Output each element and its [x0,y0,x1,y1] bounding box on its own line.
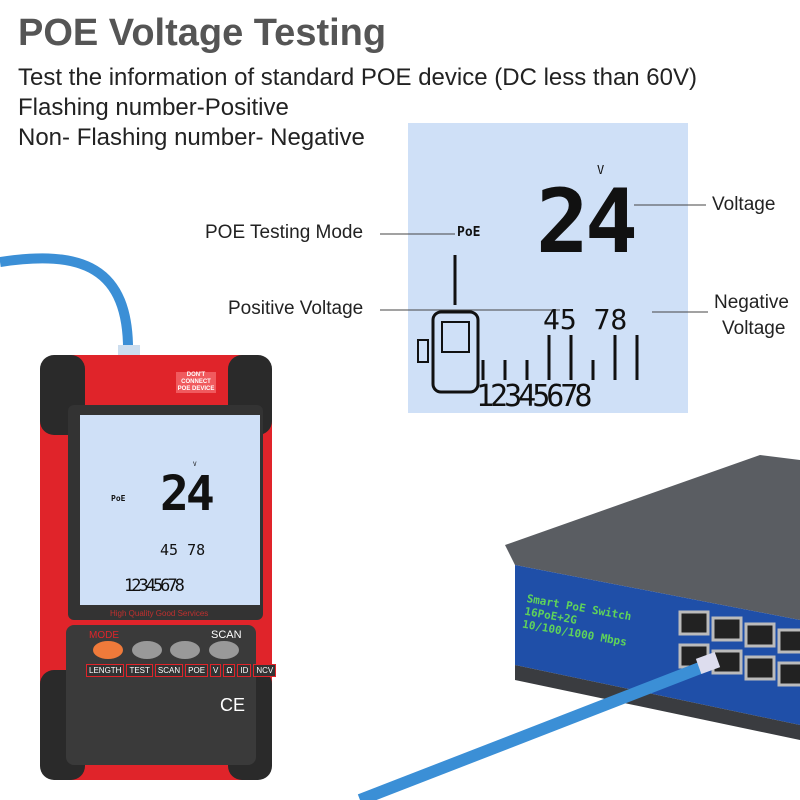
key-poe[interactable]: POE [185,664,209,677]
key-voltage[interactable]: V [210,664,222,677]
lcd-unit: V [597,163,605,177]
poe-switch [505,455,800,620]
device-lcd-pairs: 45 78 [160,541,206,559]
ce-mark: CE [220,695,246,715]
callout-negative: Negative [714,292,789,313]
tester-icon [431,310,480,394]
mode-button[interactable] [93,641,123,659]
mode-label: MODE [89,630,119,641]
key-scan[interactable]: SCAN [154,664,184,677]
key-test[interactable]: TEST [126,664,153,677]
callout-voltage: Voltage [712,194,776,215]
scan-button[interactable] [209,641,239,659]
callout-negative: Voltage [722,318,786,339]
scan-label: SCAN [211,629,242,641]
lcd-voltage: 24 [536,170,638,273]
lcd-poe-badge: PoE [457,225,481,240]
callout-positive: Positive Voltage [228,298,364,319]
page-title: POE Voltage Testing [18,12,387,54]
key-ncv[interactable]: NCV [253,664,277,677]
cable [0,253,134,356]
description-line: Test the information of standard POE dev… [18,64,697,91]
callout-mode: POE Testing Mode [205,222,364,243]
lcd-pins: 12345678 [476,379,592,414]
function-keys: LENGTH TEST SCAN POE V Ω ID NCV [86,664,277,677]
key-length[interactable]: LENGTH [86,664,125,677]
device-screen [80,415,260,605]
slogan: High Quality Good Services [110,609,209,618]
description-line: Flashing number-Positive [18,94,289,121]
battery-icon [417,339,429,363]
key-ohm[interactable]: Ω [223,664,236,677]
key-id[interactable]: ID [237,664,252,677]
device-lcd-poe: PoE [111,494,126,503]
device-lcd-unit: V [193,461,197,468]
device-lcd-pins: 12345678 [124,576,185,596]
down-button[interactable] [170,641,200,659]
device-lcd-voltage: 24 [160,466,215,522]
description-line: Non- Flashing number- Negative [18,124,365,151]
warning-label: DON'T CONNECT POE DEVICE [176,372,216,393]
up-button[interactable] [132,641,162,659]
lcd-pairs: 45 78 [543,303,628,336]
